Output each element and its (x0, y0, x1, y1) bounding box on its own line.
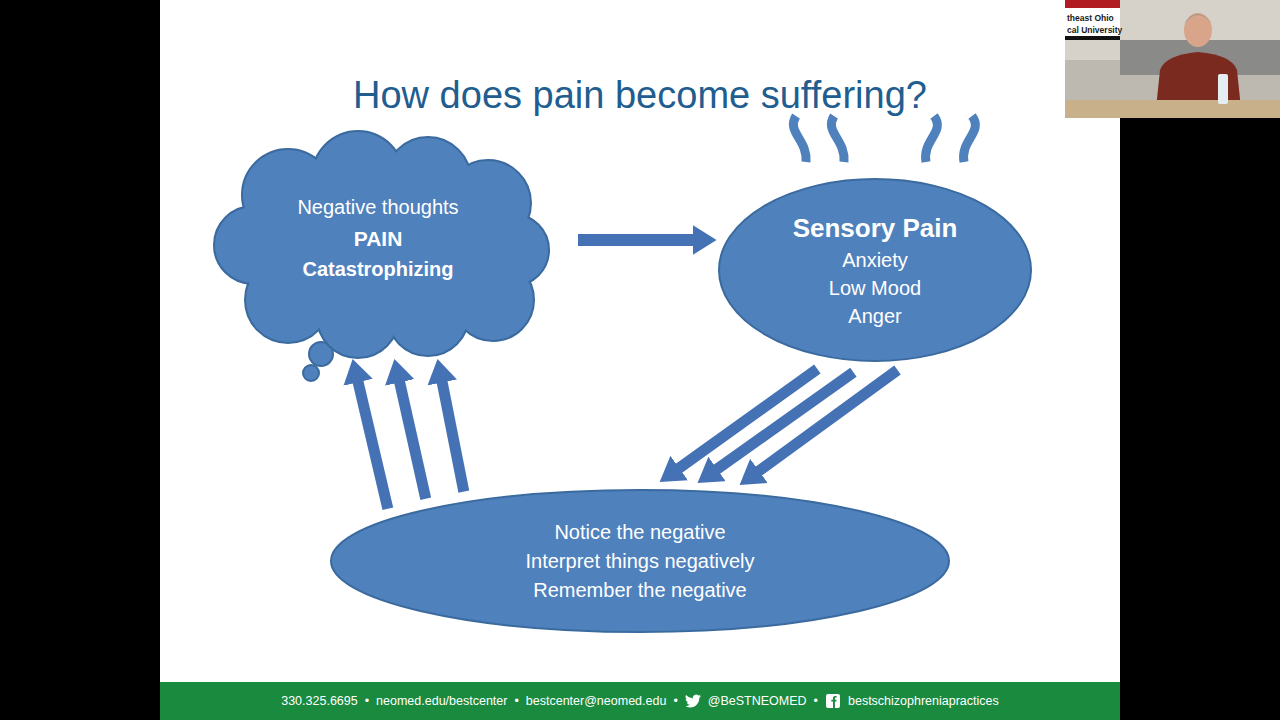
thought-bubbles (303, 342, 333, 381)
node-text: PAIN (354, 223, 403, 254)
cloud-fill (215, 132, 548, 357)
twitter-icon (685, 694, 701, 708)
webcam-sign-band (1065, 0, 1120, 8)
node-text: Anxiety (842, 246, 908, 274)
flow-arrow (442, 381, 464, 492)
webcam-person-head (1184, 13, 1212, 47)
footer-text: • (365, 694, 369, 708)
footer-text: bestschizophreniapractices (848, 694, 999, 708)
node-text: Negative thoughts (297, 192, 458, 223)
cloud-border (215, 132, 548, 357)
steam-line (926, 116, 938, 162)
footer-text: neomed.edu/bestcenter (376, 694, 507, 708)
flow-arrow (358, 380, 388, 508)
footer-text: @BeSTNEOMED (708, 694, 807, 708)
flow-arrow (715, 372, 853, 470)
footer-text: bestcenter@neomed.edu (526, 694, 667, 708)
cloud-lobe (388, 275, 468, 355)
footer-bar: 330.325.6695 • neomed.edu/bestcenter • bestc… (160, 682, 1120, 720)
steam-lines (793, 116, 975, 162)
slide-title: How does pain become suffering? (160, 72, 1120, 118)
webcam-sign-band (1065, 36, 1120, 40)
webcam-person-hair (1184, 14, 1212, 24)
node-text: Notice the negative (554, 518, 725, 547)
node-heading: Sensory Pain (793, 210, 958, 246)
twitter-bird (685, 694, 701, 707)
steam-line (793, 116, 806, 162)
cloud-lobe (388, 275, 468, 355)
thought-cloud: Negative thoughtsPAINCatastrophizing (208, 135, 548, 357)
ellipse-shape (719, 179, 1031, 361)
thought-bubble (303, 365, 319, 381)
node-text: Anger (848, 302, 901, 330)
flow-arrow (678, 369, 818, 469)
cloud-lobe (318, 277, 398, 357)
node-text: Interpret things negatively (525, 547, 754, 576)
footer-text: 330.325.6695 (281, 694, 357, 708)
sign-text: theast Ohio (1067, 13, 1114, 23)
flow-arrow (757, 370, 897, 472)
facebook-icon (825, 694, 841, 708)
node-text: Remember the negative (533, 576, 746, 605)
bias-ellipse: Notice the negativeInterpret things nega… (330, 489, 950, 633)
node-text: Low Mood (829, 274, 921, 302)
slide-background (160, 0, 1120, 720)
webcam-bottle (1218, 74, 1228, 104)
node-text: Catastrophizing (302, 254, 453, 285)
state-ellipse: Sensory PainAnxietyLow MoodAnger (718, 178, 1032, 362)
ellipse-shape (331, 490, 949, 632)
steam-line (964, 116, 976, 162)
flow-arrow (578, 234, 695, 246)
webcam-table (1065, 100, 1280, 118)
footer-text: • (514, 694, 518, 708)
footer-text: • (673, 694, 677, 708)
webcam-inset (1065, 0, 1280, 118)
footer-band (160, 682, 1120, 720)
webcam-background (1065, 0, 1280, 118)
sign-text: cal University (1067, 25, 1122, 35)
facebook-square (826, 694, 840, 708)
cloud-lobe (318, 277, 398, 357)
steam-line (831, 116, 844, 162)
footer-text: • (814, 694, 818, 708)
flow-arrow (399, 380, 426, 498)
facebook-letter (831, 696, 836, 708)
